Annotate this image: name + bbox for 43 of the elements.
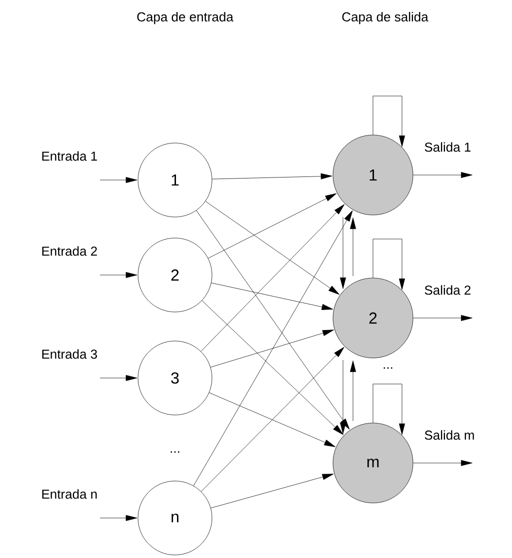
arrow [205, 201, 340, 295]
arrow [413, 460, 472, 466]
arrow [200, 346, 344, 492]
edge-label: Entrada 2 [42, 246, 97, 256]
arrow [350, 360, 356, 422]
edge-label: Salida m [424, 430, 474, 440]
arrow [208, 193, 337, 258]
edge-label: Salida 2 [424, 285, 470, 295]
arrow [193, 210, 353, 486]
arrow [372, 384, 405, 435]
arrow [340, 216, 346, 289]
arrow [210, 330, 334, 368]
output-neuron: 1 [332, 134, 414, 216]
edge-label: Entrada n [42, 489, 97, 499]
arrow [196, 210, 350, 430]
ellipsis: ... [170, 451, 180, 453]
arrow [372, 96, 405, 147]
layer-title: Capa de entrada [137, 12, 234, 24]
arrow [210, 474, 334, 508]
input-neuron: 1 [138, 142, 212, 218]
arrow [211, 282, 334, 310]
input-neuron: 3 [138, 340, 212, 416]
arrow [340, 360, 346, 434]
arrow [100, 177, 138, 183]
output-neuron: 2 [332, 278, 414, 358]
edge-label: Salida 1 [424, 142, 471, 152]
arrow [208, 392, 336, 448]
arrow [202, 300, 344, 435]
arrow [212, 173, 332, 180]
arrow [100, 272, 138, 278]
arrow [413, 172, 472, 178]
arrow [413, 315, 472, 321]
arrow [100, 515, 138, 521]
edge-label: Entrada 3 [42, 349, 97, 359]
arrow [200, 204, 345, 352]
layer-title: Capa de salida [342, 12, 428, 24]
output-neuron: m [332, 422, 414, 504]
arrow [100, 375, 138, 381]
input-neuron: n [138, 480, 212, 556]
arrow [372, 238, 405, 290]
input-neuron: 2 [138, 238, 212, 312]
arrow [350, 218, 356, 276]
edge-label: Entrada 1 [42, 151, 97, 161]
